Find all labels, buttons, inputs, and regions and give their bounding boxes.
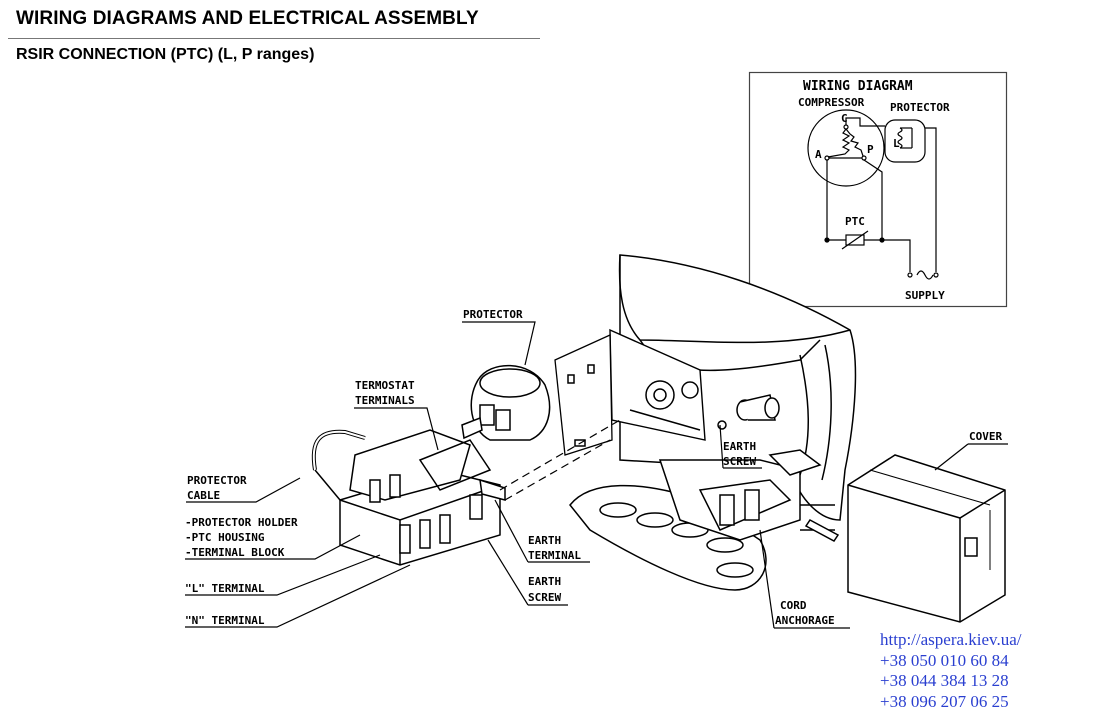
cord-callout-line2: ANCHORAGE [775,614,835,627]
contact-block: http://aspera.kiev.ua/ +38 050 010 60 84… [880,630,1021,712]
protector-label: PROTECTOR [890,101,950,114]
protector-l-label: L [893,137,900,150]
ptc-label: PTC [845,215,865,228]
protector-cable-callout-line1: PROTECTOR [187,474,247,487]
protector-coil [897,127,903,149]
supply-label: SUPPLY [905,289,945,302]
cord-callout-line1: CORD [780,599,807,612]
protector-callout: PROTECTOR [463,308,523,321]
earth-terminal-callout-line1: EARTH [528,534,561,547]
holder-callout-line1: -PROTECTOR HOLDER [185,516,298,529]
assembly-guides [499,419,621,501]
earth-screw-right-callout-line2: SCREW [723,455,756,468]
wiring-diagram-title: WIRING DIAGRAM [803,79,913,94]
cover-part [847,454,1006,623]
earth-screw-right-callout-line1: EARTH [723,440,756,453]
earth-screw-left-callout-line1: EARTH [528,575,561,588]
phone-1: +38 050 010 60 84 [880,650,1009,670]
l-terminal-callout: "L" TERMINAL [185,582,265,595]
terminal-p-label: P [867,143,874,156]
compressor-body [554,254,857,591]
termostat-callout-line1: TERMOSTAT [355,379,415,392]
holder-callout-line3: -TERMINAL BLOCK [185,546,285,559]
compressor-symbol [807,109,885,187]
winding-start [845,128,864,157]
n-terminal-callout: "N" TERMINAL [185,614,265,627]
website-link[interactable]: http://aspera.kiev.ua/ [880,630,1022,649]
wiring-diagram: WIRING DIAGRAM COMPRESSOR PROTECTOR C A … [748,71,1008,308]
earth-terminal-callout-line2: TERMINAL [528,549,581,562]
supply-wave [916,270,934,280]
phone-2: +38 044 384 13 28 [880,671,1009,690]
compressor-label: COMPRESSOR [798,96,865,109]
protector-cable-callout-line2: CABLE [187,489,220,502]
page-subtitle: RSIR CONNECTION (PTC) (L, P ranges) [16,46,315,63]
terminal-a-label: A [815,148,822,161]
callout-leaders [185,321,1008,629]
page-title: WIRING DIAGRAMS AND ELECTRICAL ASSEMBLY [16,8,479,29]
protector-part [461,364,551,441]
winding-run [827,128,851,158]
holder-callout-line2: -PTC HOUSING [185,531,265,544]
phone-3: +38 096 207 06 25 [880,691,1009,711]
title-divider [8,38,540,39]
cover-callout: COVER [969,430,1002,443]
protector-symbol [884,119,926,163]
wiring-diagram-frame [748,71,1008,308]
earth-screw-left-callout-line2: SCREW [528,591,561,604]
callout-labels: PROTECTOR TERMOSTAT TERMINALS PROTECTOR … [185,308,1002,627]
terminal-c-label: C [841,112,848,125]
termostat-callout-line2: TERMINALS [355,394,415,407]
